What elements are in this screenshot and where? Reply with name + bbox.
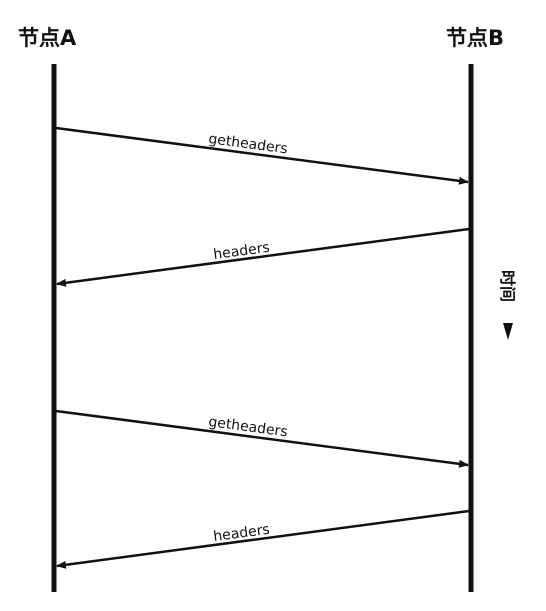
message-label-2: headers <box>212 240 270 263</box>
node-b-label: 节点B <box>446 26 504 50</box>
message-arrow-3 <box>55 409 469 468</box>
time-arrow-icon <box>503 323 513 340</box>
node-a-label: 节点A <box>18 26 77 50</box>
message-arrow-4 <box>56 509 470 569</box>
message-label-4: headers <box>212 522 270 545</box>
message-arrow-2 <box>56 227 470 287</box>
time-axis-label: 时间 <box>498 270 517 302</box>
message-arrow-1 <box>55 126 469 185</box>
